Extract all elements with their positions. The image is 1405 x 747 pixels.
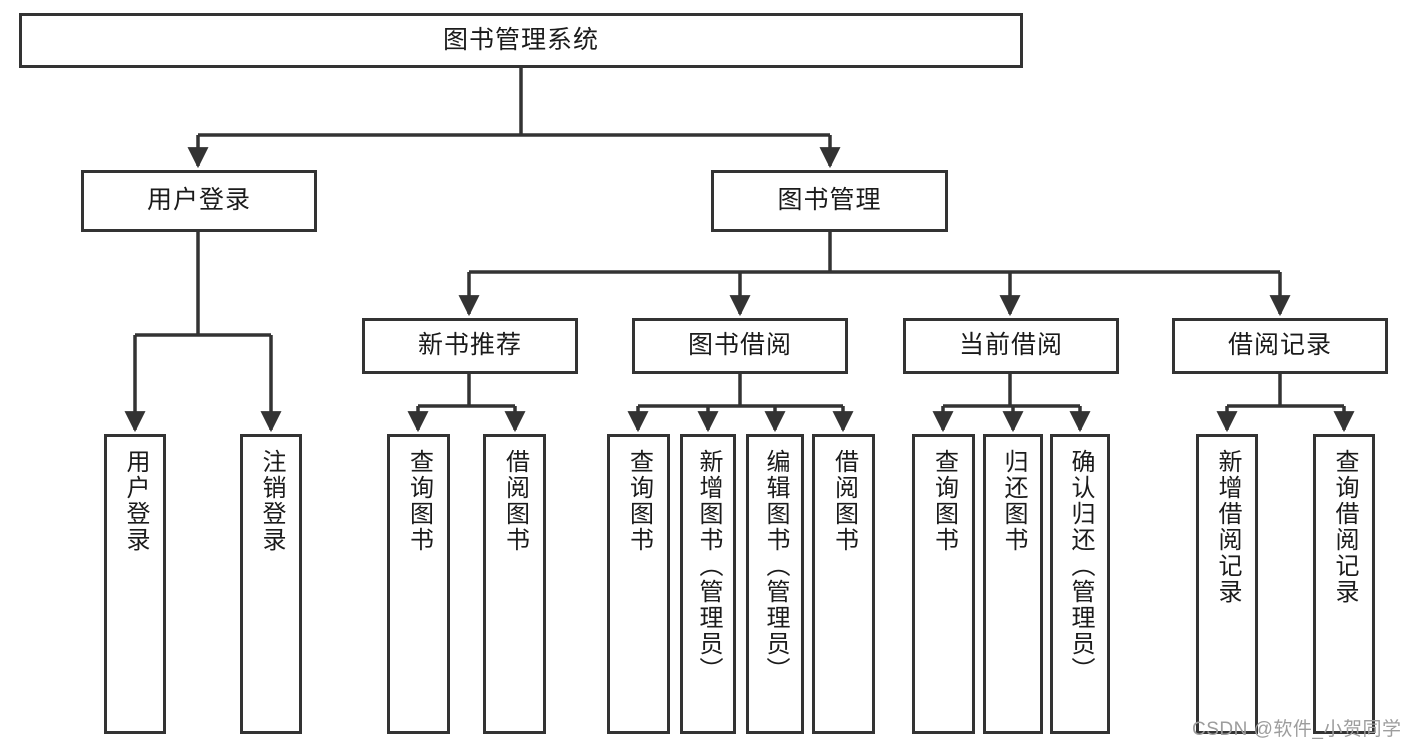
node-leaf-record-add[interactable]: 新增借阅记录	[1196, 434, 1258, 734]
node-leaf-user-logout-label: 注销登录	[257, 449, 285, 553]
node-user-login-label: 用户登录	[146, 186, 251, 215]
csdn-watermark: CSDN @软件_小贺同学	[1192, 719, 1402, 740]
node-leaf-rec-borrow-label: 借阅图书	[501, 449, 529, 553]
node-leaf-borrow-edit[interactable]: 编辑图书（管理员）	[746, 434, 804, 734]
node-leaf-cur-query[interactable]: 查询图书	[912, 434, 975, 734]
node-book-manage-label: 图书管理	[777, 186, 882, 215]
node-leaf-rec-query-label: 查询图书	[405, 449, 433, 553]
node-leaf-record-query[interactable]: 查询借阅记录	[1313, 434, 1375, 734]
node-leaf-cur-confirm[interactable]: 确认归还（管理员）	[1050, 434, 1110, 734]
node-leaf-record-add-label: 新增借阅记录	[1213, 449, 1241, 605]
node-leaf-user-login[interactable]: 用户登录	[104, 434, 166, 734]
node-borrow-record[interactable]: 借阅记录	[1172, 318, 1388, 374]
node-leaf-borrow-add[interactable]: 新增图书（管理员）	[680, 434, 736, 734]
node-leaf-cur-confirm-label: 确认归还（管理员）	[1066, 449, 1094, 683]
node-leaf-record-query-label: 查询借阅记录	[1330, 449, 1358, 605]
node-root[interactable]: 图书管理系统	[19, 13, 1023, 68]
node-leaf-rec-borrow[interactable]: 借阅图书	[483, 434, 546, 734]
node-book-manage[interactable]: 图书管理	[711, 170, 948, 232]
node-leaf-borrow-do[interactable]: 借阅图书	[812, 434, 875, 734]
node-leaf-user-logout[interactable]: 注销登录	[240, 434, 302, 734]
node-new-book-recommend-label: 新书推荐	[417, 331, 522, 360]
node-root-label: 图书管理系统	[442, 25, 599, 54]
node-leaf-user-login-label: 用户登录	[121, 449, 149, 553]
node-borrow-record-label: 借阅记录	[1227, 331, 1332, 360]
node-current-borrow-label: 当前借阅	[958, 331, 1063, 360]
node-current-borrow[interactable]: 当前借阅	[903, 318, 1119, 374]
node-leaf-rec-query[interactable]: 查询图书	[387, 434, 450, 734]
node-leaf-cur-return-label: 归还图书	[999, 449, 1027, 553]
node-leaf-borrow-edit-label: 编辑图书（管理员）	[761, 449, 789, 683]
node-leaf-borrow-query-label: 查询图书	[625, 449, 653, 553]
node-user-login[interactable]: 用户登录	[81, 170, 317, 232]
node-leaf-borrow-add-label: 新增图书（管理员）	[694, 449, 722, 683]
node-leaf-borrow-do-label: 借阅图书	[830, 449, 858, 553]
node-new-book-recommend[interactable]: 新书推荐	[362, 318, 578, 374]
node-leaf-cur-query-label: 查询图书	[930, 449, 958, 553]
node-leaf-borrow-query[interactable]: 查询图书	[607, 434, 670, 734]
node-leaf-cur-return[interactable]: 归还图书	[983, 434, 1043, 734]
node-book-borrow[interactable]: 图书借阅	[632, 318, 848, 374]
node-book-borrow-label: 图书借阅	[687, 331, 792, 360]
